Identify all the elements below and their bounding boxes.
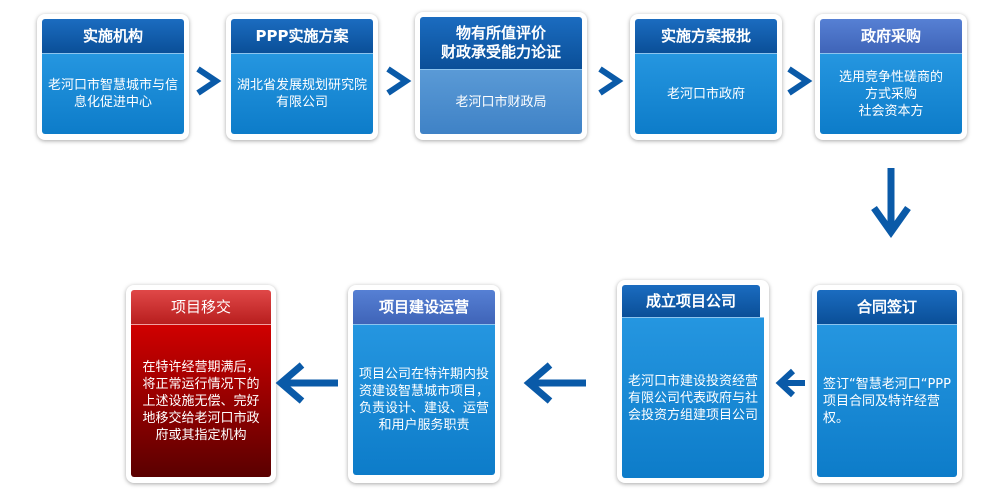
step-title: 政府采购 (820, 19, 962, 53)
arrow-left-icon (275, 362, 338, 404)
step-value-assessment: 物有所值评价财政承受能力论证 老河口市财政局 (415, 12, 587, 140)
step-body: 项目公司在特许期内投资建设智慧城市项目，负责设计、建设、运营和用户服务职责 (353, 324, 495, 475)
step-contract: 合同签订 签订“智慧老河口“PPP项目合同及特许经营权。 (812, 285, 962, 483)
step-body: 老河口市政府 (635, 53, 777, 134)
step-implementing-agency: 实施机构 老河口市智慧城市与信息化促进中心 (37, 14, 189, 140)
title-line: 财政承受能力论证 (440, 43, 561, 61)
step-title: 项目建设运营 (353, 290, 495, 324)
step-title: 成立项目公司 (622, 285, 760, 317)
body-line: 社会资本方 (858, 103, 924, 119)
step-body: 老河口市建设投资经营有限公司代表政府与社会投资方组建项目公司 (622, 317, 764, 478)
step-title: PPP实施方案 (231, 19, 373, 53)
step-title: 合同签订 (817, 290, 957, 324)
step-project-company: 成立项目公司 老河口市建设投资经营有限公司代表政府与社会投资方组建项目公司 (617, 280, 769, 483)
title-line: 物有所值评价 (455, 24, 546, 42)
arrow-right-icon (598, 66, 624, 96)
step-body: 选用竞争性磋商的方式采购社会资本方 (820, 53, 962, 134)
step-construction-operation: 项目建设运营 项目公司在特许期内投资建设智慧城市项目，负责设计、建设、运营和用户… (348, 285, 500, 483)
step-transfer: 项目移交 在特许经营期满后，将正常运行情况下的上述设施无偿、完好地移交给老河口市… (126, 285, 276, 483)
step-title: 实施机构 (42, 19, 184, 53)
step-ppp-plan: PPP实施方案 湖北省发展规划研究院有限公司 (226, 14, 378, 140)
arrow-left-icon (775, 368, 805, 398)
step-body: 在特许经营期满后，将正常运行情况下的上述设施无偿、完好地移交给老河口市政府或其指… (131, 324, 271, 477)
arrow-right-icon (386, 66, 412, 96)
step-body: 湖北省发展规划研究院有限公司 (231, 53, 373, 134)
step-procurement: 政府采购 选用竞争性磋商的方式采购社会资本方 (815, 14, 967, 140)
arrow-down-icon (871, 168, 911, 239)
step-title: 实施方案报批 (635, 19, 777, 53)
arrow-left-icon (523, 362, 586, 404)
arrow-right-icon (787, 66, 813, 96)
body-line: 方式采购 (864, 86, 917, 102)
arrow-right-icon (196, 66, 222, 96)
step-body: 老河口市智慧城市与信息化促进中心 (42, 53, 184, 134)
body-line: 选用竞争性磋商的 (838, 69, 943, 85)
step-approval: 实施方案报批 老河口市政府 (630, 14, 782, 140)
step-title: 物有所值评价财政承受能力论证 (420, 17, 582, 69)
step-title: 项目移交 (131, 290, 271, 324)
step-body: 签订“智慧老河口“PPP项目合同及特许经营权。 (817, 324, 957, 477)
step-body: 老河口市财政局 (420, 69, 582, 134)
